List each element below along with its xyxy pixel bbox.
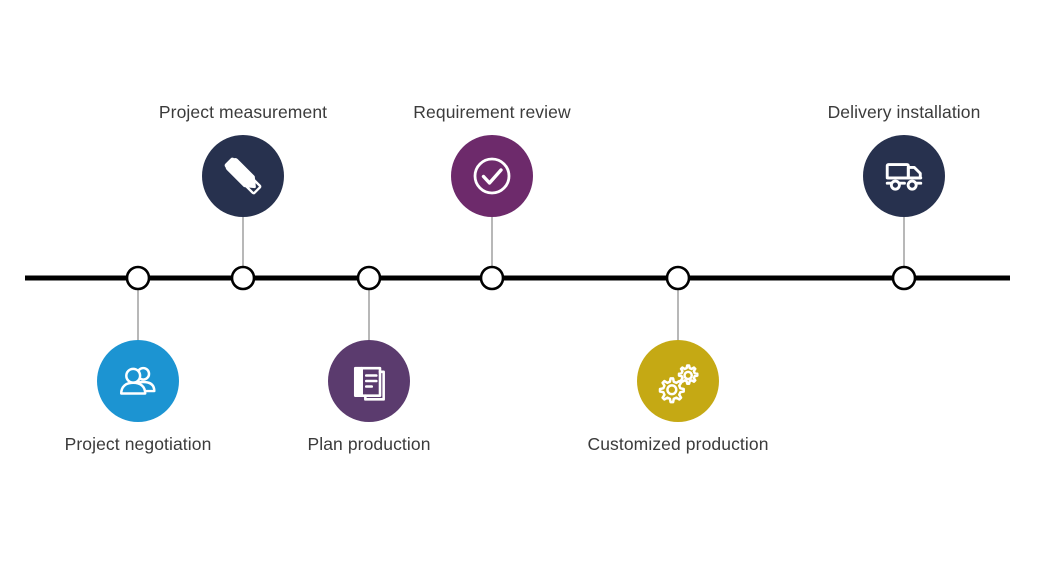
icon-bubble-project-negotiation[interactable] bbox=[97, 340, 179, 422]
icon-bubble-customized-production[interactable] bbox=[637, 340, 719, 422]
pencil-ruler-icon bbox=[219, 152, 267, 200]
delivery-truck-icon bbox=[881, 153, 927, 199]
step-label-plan-production: Plan production bbox=[307, 434, 431, 454]
gears-icon bbox=[654, 357, 702, 405]
timeline-marker-5[interactable] bbox=[665, 265, 691, 291]
icon-bubble-project-measurement[interactable] bbox=[202, 135, 284, 217]
icon-bubble-requirement-review[interactable] bbox=[451, 135, 533, 217]
icon-bubble-plan-production[interactable] bbox=[328, 340, 410, 422]
timeline-marker-3[interactable] bbox=[356, 265, 382, 291]
timeline-marker-6[interactable] bbox=[891, 265, 917, 291]
step-label-project-negotiation: Project negotiation bbox=[64, 434, 212, 454]
document-stack-icon bbox=[347, 359, 391, 403]
timeline-marker-1[interactable] bbox=[125, 265, 151, 291]
check-circle-icon bbox=[468, 152, 516, 200]
timeline-marker-4[interactable] bbox=[479, 265, 505, 291]
timeline-marker-2[interactable] bbox=[230, 265, 256, 291]
users-group-icon bbox=[115, 358, 161, 404]
step-label-requirement-review: Requirement review bbox=[413, 102, 571, 122]
icon-bubble-delivery-installation[interactable] bbox=[863, 135, 945, 217]
step-label-delivery-installation: Delivery installation bbox=[827, 102, 981, 122]
step-label-project-measurement: Project measurement bbox=[158, 102, 328, 122]
step-label-customized-production: Customized production bbox=[587, 434, 769, 454]
